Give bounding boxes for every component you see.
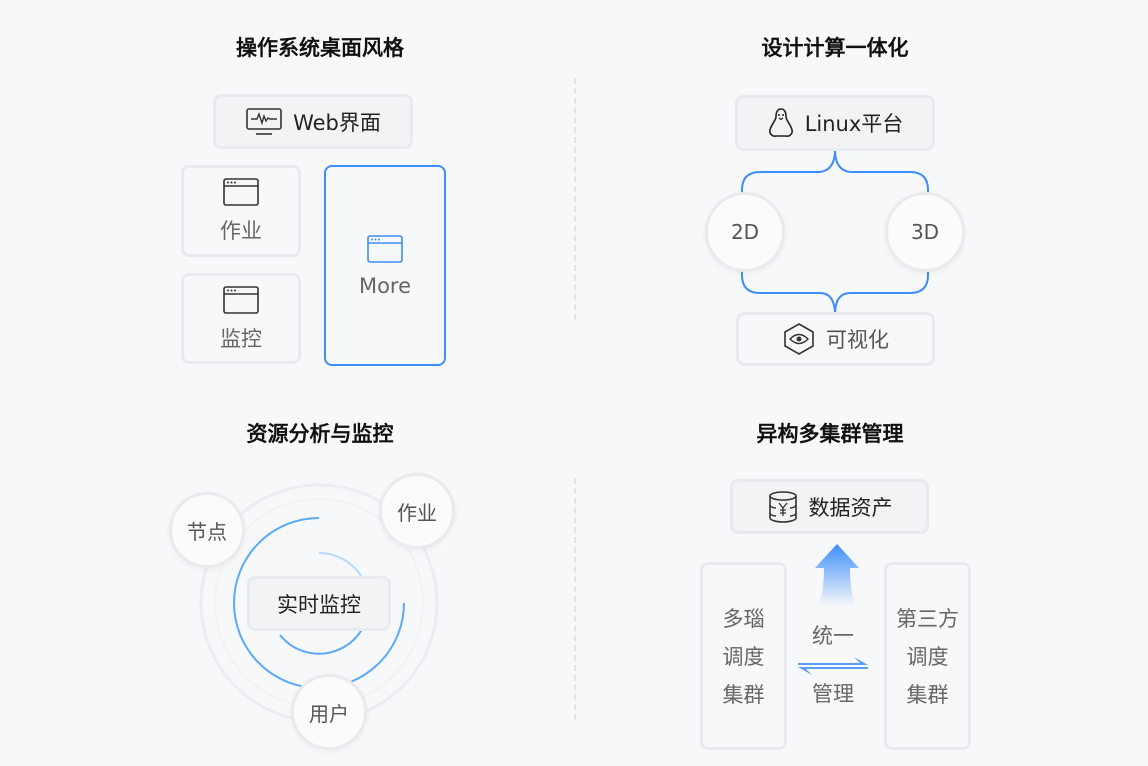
duonao-line-1: 多瑙 <box>722 607 765 631</box>
job-circle: 作业 <box>379 473 455 549</box>
window-icon <box>223 178 259 206</box>
job-label: 作业 <box>220 219 262 243</box>
section-title-heterogeneous: 异构多集群管理 <box>756 422 904 446</box>
section-title-resource: 资源分析与监控 <box>246 422 394 446</box>
web-ui-box: Web界面 <box>213 94 413 149</box>
divider-bottom <box>574 478 576 720</box>
section-title-design-compute: 设计计算一体化 <box>761 36 909 60</box>
duonao-line-3: 集群 <box>722 683 765 707</box>
user-circle: 用户 <box>291 674 367 750</box>
visualization-label: 可视化 <box>826 328 889 352</box>
third-party-line-1: 第三方 <box>896 607 959 631</box>
node-circle: 节点 <box>169 492 245 568</box>
duonao-cluster-box: 多瑙 调度 集群 <box>700 562 787 750</box>
monitor-pulse-icon <box>246 107 282 135</box>
2d-circle: 2D <box>705 192 785 272</box>
web-ui-label: Web界面 <box>293 110 381 135</box>
linux-platform-label: Linux平台 <box>804 112 904 136</box>
more-label: More <box>358 273 412 298</box>
third-party-line-2: 调度 <box>906 645 949 669</box>
window-icon <box>223 285 259 314</box>
database-yen-icon <box>768 490 797 523</box>
up-arrow-icon <box>815 544 859 606</box>
management-label: 管理 <box>812 682 854 706</box>
third-party-cluster-box: 第三方 调度 集群 <box>884 562 971 750</box>
data-assets-box: 数据资产 <box>730 479 929 534</box>
brace-connectors <box>741 149 929 316</box>
eye-hexagon-icon <box>784 323 814 355</box>
job-card: 作业 <box>181 165 301 257</box>
data-assets-label: 数据资产 <box>808 495 893 520</box>
bidirectional-arrows-icon <box>798 657 868 675</box>
more-card: More <box>324 165 446 366</box>
linux-penguin-icon <box>768 108 793 137</box>
monitor-card: 监控 <box>181 273 301 364</box>
linux-platform-box: Linux平台 <box>735 95 935 151</box>
duonao-line-2: 调度 <box>722 645 765 669</box>
window-icon <box>367 234 403 263</box>
visualization-box: 可视化 <box>736 312 935 366</box>
3d-circle: 3D <box>885 192 965 272</box>
realtime-monitor-box: 实时监控 <box>247 576 391 631</box>
section-title-desktop: 操作系统桌面风格 <box>236 36 404 60</box>
unified-label: 统一 <box>812 624 854 648</box>
divider-top <box>574 78 576 320</box>
third-party-line-3: 集群 <box>906 683 949 707</box>
monitor-label: 监控 <box>220 326 262 351</box>
